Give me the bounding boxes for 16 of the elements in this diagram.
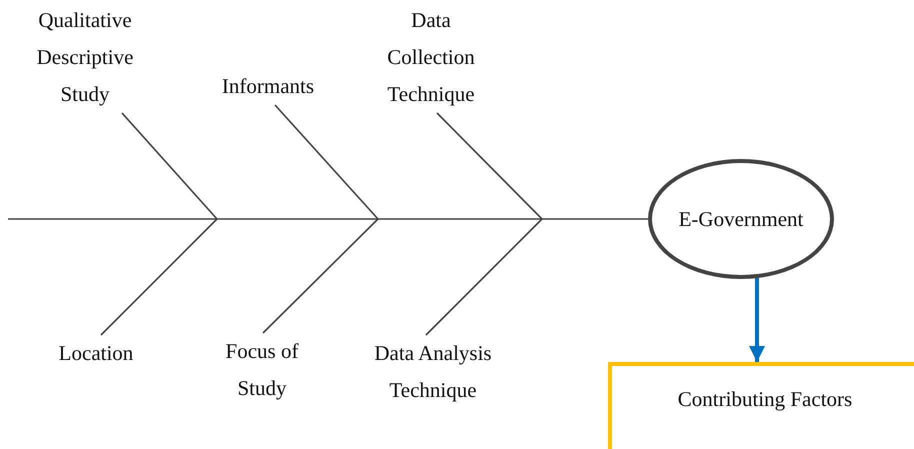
fishbone-line (121, 112, 218, 220)
effect-ellipse: E-Government (648, 159, 834, 279)
fishbone-line (436, 112, 543, 220)
cause-label: Qualitative Descriptive Study (25, 2, 145, 113)
fishbone-line (100, 218, 218, 336)
cause-label: Data Collection Technique (370, 2, 492, 113)
fishbone-line (274, 104, 379, 220)
arrow (749, 278, 765, 362)
spine-line (8, 218, 648, 220)
cause-label: Informants (200, 68, 336, 105)
fishbone-line (425, 218, 543, 336)
cause-label: Focus of Study (200, 333, 324, 407)
cause-label: Data Analysis Technique (350, 335, 516, 409)
fishbone-line (262, 218, 379, 334)
result-box: Contributing Factors (608, 362, 914, 449)
cause-label: Location (40, 335, 152, 372)
